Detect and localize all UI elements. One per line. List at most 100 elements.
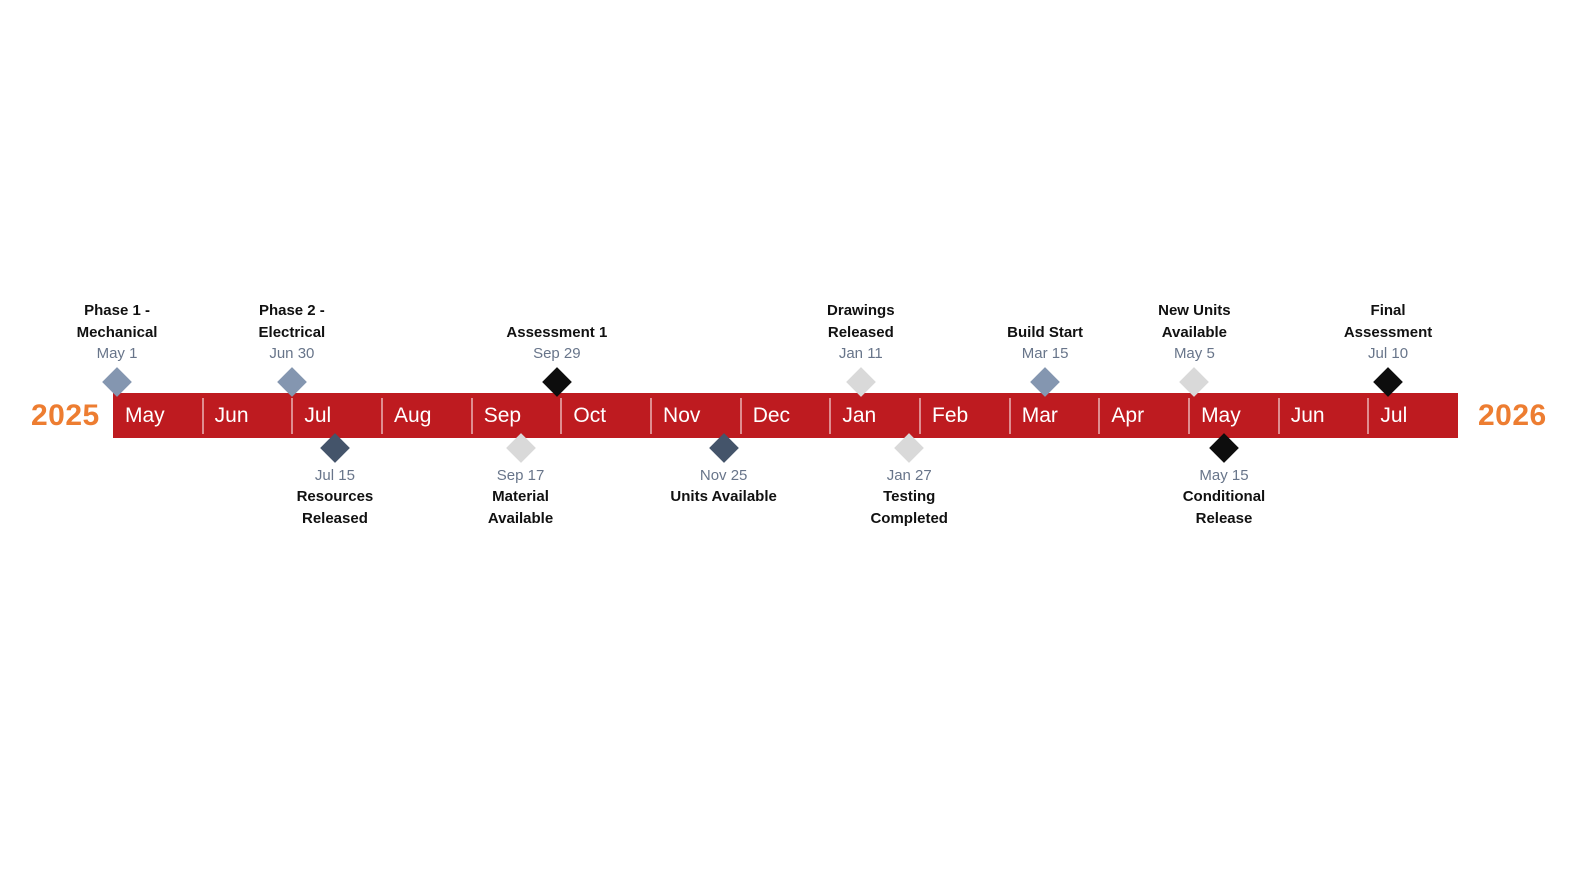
milestone-title-line: Assessment [1343,324,1433,341]
month-segment: Jan [829,393,920,438]
month-segment: Jun [201,393,293,438]
milestone-diamond-icon [1209,433,1239,463]
milestone-title: Phase 2 -Electrical [259,300,326,344]
month-segment: Jul [291,393,382,438]
milestone-title-line: Released [301,510,368,527]
milestone-title-line: Conditional [1182,488,1266,505]
milestone-diamond-icon [505,433,536,463]
month-label: Nov [663,403,701,427]
month-segment: Feb [919,393,1010,438]
milestone-date: Nov 25 [699,467,748,484]
milestone-title-line: Release [1195,510,1253,527]
milestone-title-line: Electrical [258,324,326,341]
month-label: Mar [1021,403,1058,427]
month-segment: Dec [739,393,831,438]
milestone-date: Jul 10 [1368,345,1409,362]
milestone-diamond-icon [708,433,739,463]
end-year-label: 2026 [1478,399,1547,432]
milestone-title-line: Released [827,324,894,341]
milestone-title-line: Final [1370,302,1406,319]
milestone-title-line: Assessment 1 [506,324,608,341]
milestone-title-line: Units Available [670,488,777,505]
month-label: Jun [1290,403,1325,427]
milestone-title: Build Start [1007,322,1083,344]
month-label: Jan [842,403,877,427]
month-label: Jul [304,403,332,427]
month-label: Feb [932,403,969,427]
milestone-title: Phase 1 - Mechanical [77,300,158,344]
milestone-diamond-wrap [1179,367,1210,397]
milestone: Nov 25 Units Available [629,433,819,508]
milestone-diamond-wrap [1030,367,1060,397]
milestone-title-line: Completed [870,510,948,527]
milestone-diamond-icon [894,433,925,463]
milestone-date: Jun 30 [269,345,315,362]
milestone-title-line: Available [487,510,554,527]
milestone-title-line: Mechanical [76,324,158,341]
month-label: Dec [752,403,791,427]
milestone-diamond-wrap [708,433,739,463]
milestone-diamond-icon [541,367,572,397]
milestone-title-line: Phase 1 - [84,302,150,319]
milestone-date: May 15 [1199,467,1249,484]
milestone-diamond-wrap [541,367,572,397]
milestone-diamond-icon [1030,367,1060,397]
milestone-diamond-wrap [102,367,132,397]
month-label: Aug [394,403,432,427]
month-segment: May [1188,393,1279,438]
milestone-diamond-wrap [894,433,925,463]
month-label: Jul [1380,403,1408,427]
month-label: May [125,403,165,427]
milestone-title: Units Available [670,486,776,508]
milestone-date: Mar 15 [1021,345,1069,362]
month-segment: Oct [560,393,651,438]
month-segment: Nov [650,393,741,438]
milestone-title-line: Available [1161,324,1228,341]
month-segment: May [113,393,203,438]
milestone-diamond-wrap [1209,433,1239,463]
month-segment: Aug [381,393,472,438]
milestone-diamond-icon [1373,367,1403,397]
milestone-title-line: Testing [883,488,936,505]
milestone-title-line: Material [492,488,549,505]
milestone-title: Assessment 1 [506,322,607,344]
milestone-date: May 5 [1173,345,1215,362]
milestone-diamond-wrap [845,367,876,397]
milestone: Assessment 1 Sep 29 [462,322,652,397]
milestone-diamond-icon [845,367,876,397]
month-label: Sep [483,403,522,427]
milestone-diamond-wrap [277,367,307,397]
month-segment: Jun [1277,393,1369,438]
milestone-title-line: Build Start [1007,324,1083,341]
milestone-diamond-icon [320,433,350,463]
milestone-date: May 1 [96,345,138,362]
milestone-diamond-icon [1179,367,1210,397]
milestone-date: Jan 27 [886,467,932,484]
milestone-date: Sep 29 [533,345,581,362]
month-label: Oct [573,403,607,427]
month-segment: Sep [470,393,562,438]
month-label: Jun [214,403,249,427]
milestone-date: Jan 11 [838,345,883,362]
milestone-date: Jul 15 [314,467,355,484]
milestone-diamond-wrap [1373,367,1403,397]
month-segment: Apr [1098,393,1189,438]
milestone-title-line: Drawings [827,302,895,319]
